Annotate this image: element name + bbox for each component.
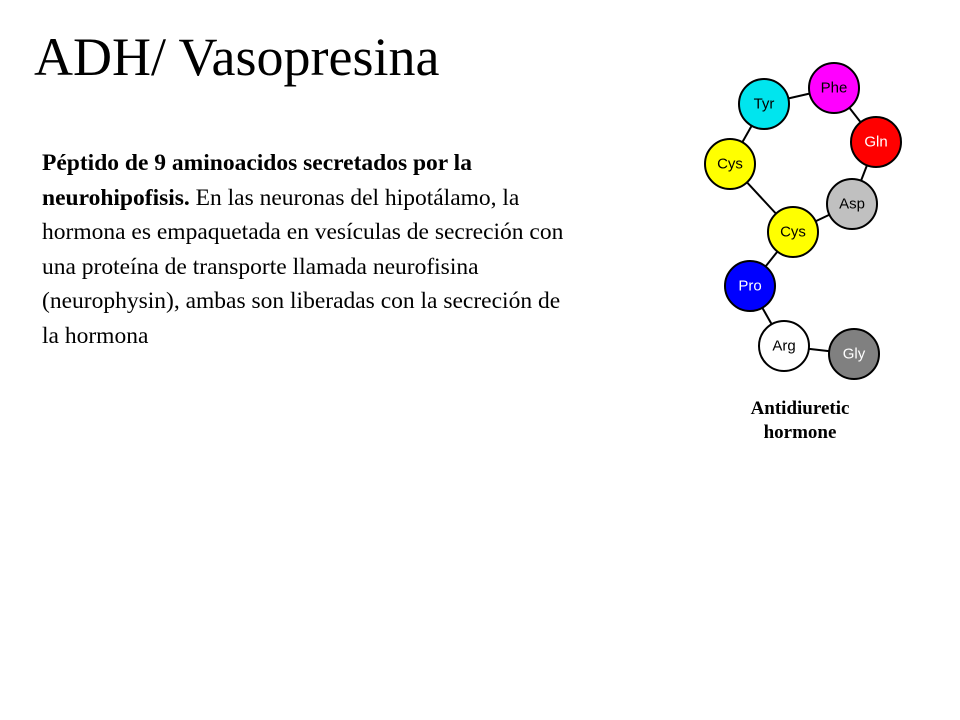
- residue-circle: [704, 138, 756, 190]
- residue-tyr: Tyr: [738, 78, 790, 130]
- adh-peptide-diagram: Tyr Phe Gln Cys Asp Cys Pro Arg Gly Anti…: [704, 62, 902, 443]
- residue-label: Gln: [864, 134, 887, 151]
- diagram-caption-line2: hormone: [764, 422, 837, 443]
- description-text: Péptido de 9 aminoacidos secretados por …: [42, 146, 582, 353]
- residue-label: Arg: [772, 338, 795, 355]
- residue-circle: [808, 62, 860, 114]
- residue-circle: [724, 260, 776, 312]
- residue-label: Tyr: [754, 96, 775, 113]
- residue-label: Cys: [717, 156, 743, 173]
- residue-label: Cys: [780, 224, 806, 241]
- residue-cys-1: Cys: [704, 138, 756, 190]
- residue-pro: Pro: [724, 260, 776, 312]
- description-bold: Péptido de 9 aminoacidos secretados por …: [42, 150, 472, 211]
- residue-circle: [758, 320, 810, 372]
- residue-circle: [738, 78, 790, 130]
- residue-circle: [826, 178, 878, 230]
- residue-circle: [828, 328, 880, 380]
- residue-arg: Arg: [758, 320, 810, 372]
- residue-cys-2: Cys: [767, 206, 819, 258]
- residue-label: Phe: [821, 80, 848, 97]
- residue-label: Asp: [839, 196, 865, 213]
- residue-circle: [767, 206, 819, 258]
- residue-gly: Gly: [828, 328, 880, 380]
- residue-phe: Phe: [808, 62, 860, 114]
- description-normal: En las neuronas del hipotálamo, la hormo…: [42, 184, 564, 349]
- residue-label: Pro: [738, 278, 761, 295]
- diagram-caption-line1: Antidiuretic: [751, 398, 850, 419]
- residue-gln: Gln: [850, 116, 902, 168]
- residue-asp: Asp: [826, 178, 878, 230]
- residue-circle: [850, 116, 902, 168]
- residue-label: Gly: [843, 346, 866, 363]
- slide-title: ADH/ Vasopresina: [34, 27, 440, 87]
